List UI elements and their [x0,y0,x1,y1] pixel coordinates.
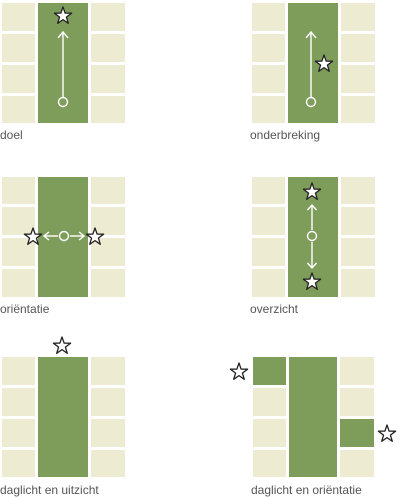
diagram-doel [2,3,125,123]
tiles-left [2,177,35,297]
star-icon [302,272,322,290]
panel-onderbreking: onderbreking [250,0,400,160]
circle-icon [306,230,318,242]
star-icon [85,227,105,245]
panel-caption: overzicht [250,302,299,316]
panel-orientatie: oriëntatie [0,175,150,335]
arrow-icon [305,30,317,97]
panel-caption: onderbreking [250,128,321,142]
arrow-icon [42,231,86,241]
diagram-orientatie [2,177,125,297]
panel-overzicht: overzicht [250,175,400,335]
star-icon [52,336,72,354]
panel-caption: daglicht en uitzicht [0,483,99,497]
diagram-overzicht [252,177,375,297]
lit-niche [253,357,286,385]
tiles-left [253,388,286,477]
star-icon [377,424,397,442]
panel-daglicht-orientatie: daglicht en oriëntatie [225,333,397,497]
panel-caption: daglicht en oriëntatie [251,483,362,497]
tiles-right [91,177,125,297]
star-icon [314,54,334,72]
star-icon [302,182,322,200]
panel-caption: oriëntatie [0,302,50,316]
panel-caption: doel [0,128,23,142]
diagram-onderbreking [252,3,375,123]
diagram-daglicht-orientatie [229,357,397,477]
tiles-right [91,357,125,477]
panel-doel: doel [0,0,150,160]
star-icon [229,362,249,380]
circle-icon [305,96,317,108]
tiles-left [252,177,285,297]
tiles-right [341,3,375,123]
arrow-icon [306,203,318,270]
corridor [289,357,337,477]
tiles-left [252,3,285,123]
tiles-left [2,357,35,477]
tiles-right [341,177,375,297]
circle-icon [58,230,70,242]
corridor [38,357,88,477]
lit-niche [340,419,374,447]
tiles-right [340,357,374,477]
diagram-daglicht-uitzicht [2,336,125,477]
panel-daglicht-uitzicht: daglicht en uitzicht [0,333,150,497]
tiles-left [2,3,35,123]
star-icon [23,227,43,245]
tiles-right [91,3,125,123]
arrow-icon [57,30,69,97]
circle-icon [57,96,69,108]
star-icon [53,6,73,24]
